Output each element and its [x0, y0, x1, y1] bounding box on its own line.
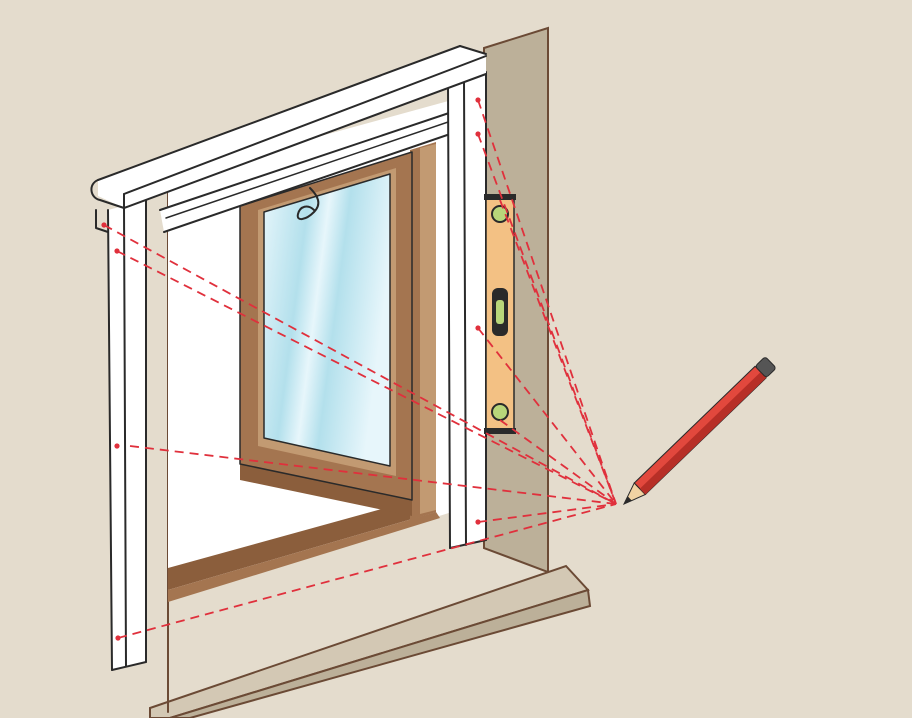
window-glass — [264, 174, 390, 466]
roller-blind-box — [159, 111, 457, 233]
spirit-level-tool[interactable] — [484, 194, 516, 434]
measurement-guide-lines — [103, 99, 617, 639]
frame-post-right — [447, 71, 487, 549]
blind-pull-cord[interactable] — [296, 187, 320, 220]
level-bubble-vial — [496, 300, 504, 324]
window-sash[interactable] — [239, 151, 413, 516]
frame-top-beam — [90, 45, 487, 233]
level-bolt-icon — [491, 403, 509, 421]
frame-post-left — [107, 199, 147, 671]
window-sill — [149, 564, 592, 718]
level-bolt-icon — [491, 205, 509, 223]
window-frame-fixed — [168, 142, 440, 602]
measurement-mark-dots — [101, 97, 481, 641]
pencil-icon[interactable] — [618, 357, 776, 510]
